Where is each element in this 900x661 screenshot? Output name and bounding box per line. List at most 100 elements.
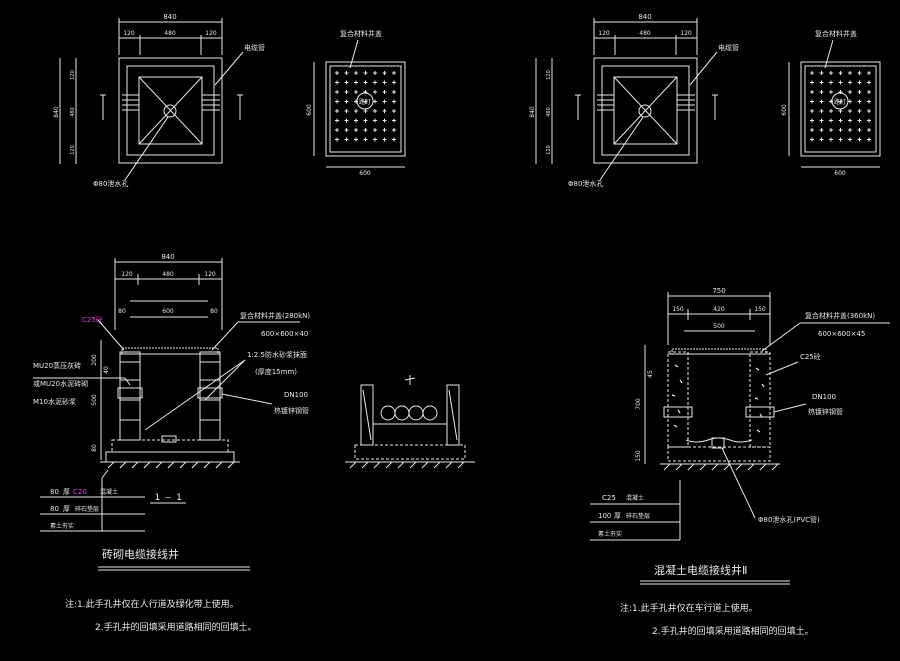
label-mortar-sub: (厚度15mm) [255, 367, 297, 376]
label-pipe-sub: 热镀锌钢管 [808, 407, 843, 416]
cover-plus-mark [382, 71, 387, 75]
cover-label: 复合材料井盖 [340, 29, 382, 38]
section-mark: 1 — 1 [154, 493, 181, 503]
cover-plus-mark [867, 80, 871, 85]
label-wall: 或MU20水泥砖砌 [33, 379, 88, 388]
dim-vertical: 150 [635, 450, 642, 462]
dim-total: 750 [712, 287, 725, 295]
cover-plus-mark [363, 71, 368, 75]
cover-plus-mark [819, 80, 824, 85]
cover-plus-mark [344, 90, 349, 94]
cover-plus-mark [354, 109, 358, 113]
dim-part: 480 [162, 271, 174, 278]
cover-plus-mark [829, 90, 833, 94]
cover-plus-mark [344, 99, 349, 104]
cover-plus-mark [344, 80, 349, 85]
dim-top-part: 120 [123, 30, 135, 37]
cover-plus-mark [363, 80, 368, 85]
cover-plus-mark [810, 99, 814, 104]
cover-plus-mark [335, 80, 339, 85]
layer-thick: 80 [50, 488, 59, 496]
dim-left-part: 480 [70, 107, 76, 117]
cover-plus-mark [354, 137, 358, 142]
cover-plus-mark [867, 90, 871, 94]
cover-plus-mark [867, 137, 871, 142]
dim-part: 150 [672, 306, 684, 313]
cover-plus-mark [857, 71, 862, 75]
cover-plus-mark [838, 99, 843, 104]
cover-plus-mark [857, 137, 862, 142]
cover-plus-mark [382, 118, 387, 123]
cover-plus-mark [838, 71, 843, 75]
note-line: 2.手孔井的回填采用道路相同的回填土。 [652, 625, 814, 637]
layer-desc: 素土夯实 [598, 530, 622, 538]
cover-plus-mark [829, 71, 833, 75]
cover-plus-mark [848, 90, 852, 94]
cover-dim-side: 600 [306, 104, 313, 116]
cover-plus-mark [344, 128, 349, 132]
label-cover-size: 600×600×45 [818, 330, 865, 338]
cover-plus-mark [354, 128, 358, 132]
cover-plus-mark [335, 99, 339, 104]
cover-plus-mark [857, 128, 862, 132]
cover-plus-mark [363, 109, 368, 113]
cover-plus-mark [838, 109, 843, 113]
dim-left-part: 120 [70, 145, 76, 155]
cover-plus-mark [819, 137, 824, 142]
layer-unit: 厚 [614, 512, 621, 520]
dim-vertical: 80 [91, 444, 98, 452]
cover-plus-mark [335, 118, 339, 123]
cover-plus-mark [857, 90, 862, 94]
cover-plus-mark [363, 118, 368, 123]
drawing-title-left: 砖砌电缆接线井 [102, 547, 179, 561]
cover-plus-mark [344, 137, 349, 142]
cover-plus-mark [335, 137, 339, 142]
cover-plus-mark [335, 71, 339, 75]
cover-plus-mark [373, 128, 377, 132]
dim-vertical: 45 [647, 370, 654, 378]
cover-plus-mark [810, 137, 814, 142]
label-drain-hole: Φ80泄水孔 [93, 179, 128, 188]
cover-plus-mark [819, 118, 824, 123]
cover-plus-mark [819, 90, 824, 94]
cover-label: 复合材料井盖 [815, 29, 857, 38]
cover-plus-mark [848, 118, 852, 123]
cover-plus-mark [848, 99, 852, 104]
cover-plus-mark [810, 71, 814, 75]
cover-plus-pattern [810, 71, 871, 142]
layer-material: C20 [73, 488, 87, 496]
layer-thick: 80 [50, 505, 59, 513]
cover-plus-mark [810, 118, 814, 123]
cover-plus-mark [838, 128, 843, 132]
cover-plus-mark [382, 90, 387, 94]
cover-plus-mark [335, 128, 339, 132]
label-cover-size: 600×600×40 [261, 330, 308, 338]
plan-view-right: 840 120 480 120 840 120 480 120 电缆管 Φ80泄… [529, 13, 881, 188]
layer-desc: 素土夯实 [50, 522, 74, 530]
dim-vertical: 500 [91, 394, 98, 406]
dim-top-total: 840 [638, 13, 651, 21]
label-cable-pipe: 电缆管 [244, 43, 265, 52]
layer-thick: 100 [598, 512, 611, 520]
label-cover: 复合材料井盖(360kN) [805, 311, 875, 320]
cover-plus-mark [857, 109, 862, 113]
cover-plus-mark [392, 128, 396, 132]
label-cable-pipe: 电缆管 [718, 43, 739, 52]
cover-dim-bottom: 600 [359, 170, 371, 177]
cover-plus-mark [848, 137, 852, 142]
dim-top-part: 120 [598, 30, 610, 37]
cover-plus-mark [373, 80, 377, 85]
dim-left-total: 840 [53, 106, 60, 118]
layer-desc: 混凝土 [626, 494, 644, 502]
cover-plus-mark [392, 90, 396, 94]
layer-material: C25 [602, 494, 616, 502]
label-wall: M10水泥砂浆 [33, 397, 76, 406]
cover-plus-mark [810, 80, 814, 85]
label-pipe: DN100 [284, 391, 308, 399]
cover-plus-mark [829, 80, 833, 85]
dim-top-total: 840 [163, 13, 176, 21]
cover-plus-mark [392, 118, 396, 123]
cover-plus-mark [857, 80, 862, 85]
layer-unit: 厚 [63, 488, 70, 496]
cover-dim-bottom: 600 [834, 170, 846, 177]
